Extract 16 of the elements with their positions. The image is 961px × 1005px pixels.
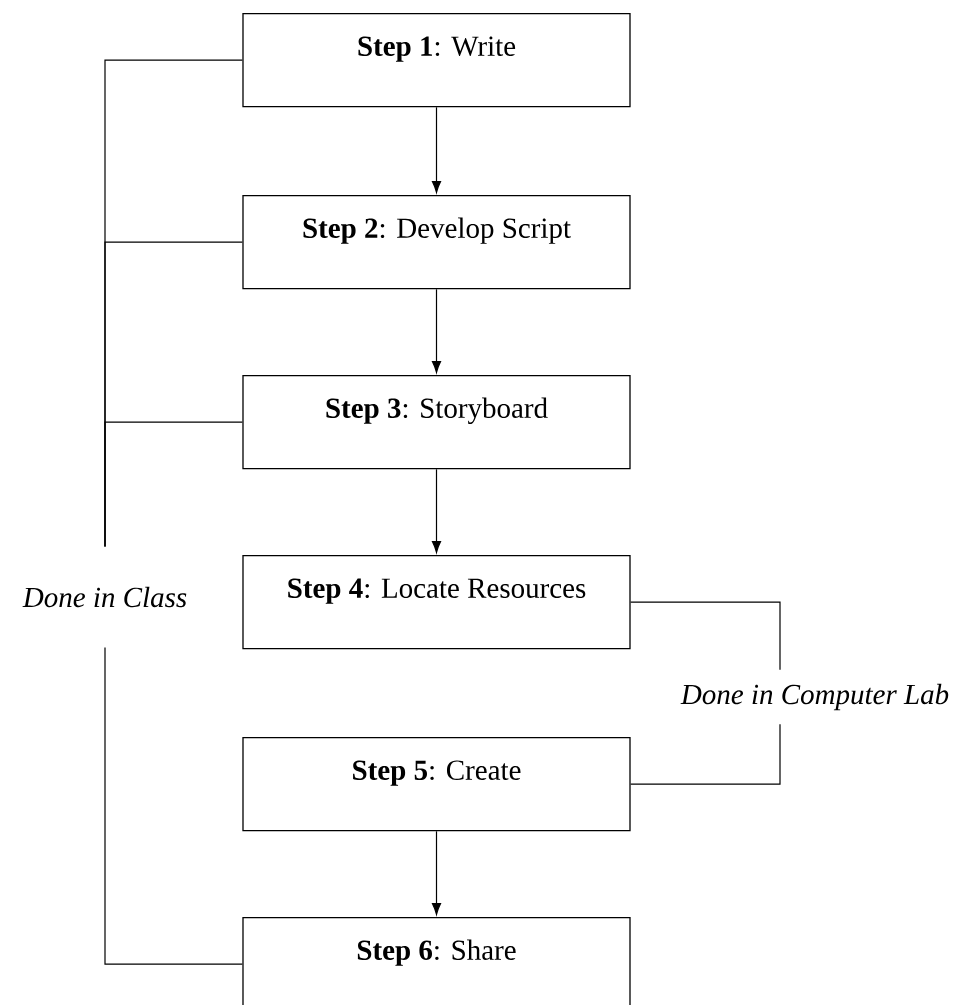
step-box: Step 4: Locate Resources — [242, 555, 631, 650]
step-box: Step 1: Write — [242, 13, 631, 108]
step-box: Step 3: Storyboard — [242, 375, 631, 470]
arrow — [431, 288, 442, 374]
bracket-line — [104, 646, 243, 965]
bracket-line — [630, 723, 781, 785]
group-label: Done in Computer Lab — [680, 683, 949, 711]
step-box: Step 5: Create — [242, 737, 631, 832]
arrow — [431, 106, 442, 193]
arrow — [431, 468, 442, 553]
bracket-line — [104, 421, 243, 548]
arrow — [431, 830, 442, 915]
bracket-line — [630, 601, 781, 671]
step-box: Step 6: Share — [242, 917, 631, 1005]
group-label: Done in Class — [22, 586, 187, 608]
step-box: Step 2: Develop Script — [242, 195, 631, 290]
